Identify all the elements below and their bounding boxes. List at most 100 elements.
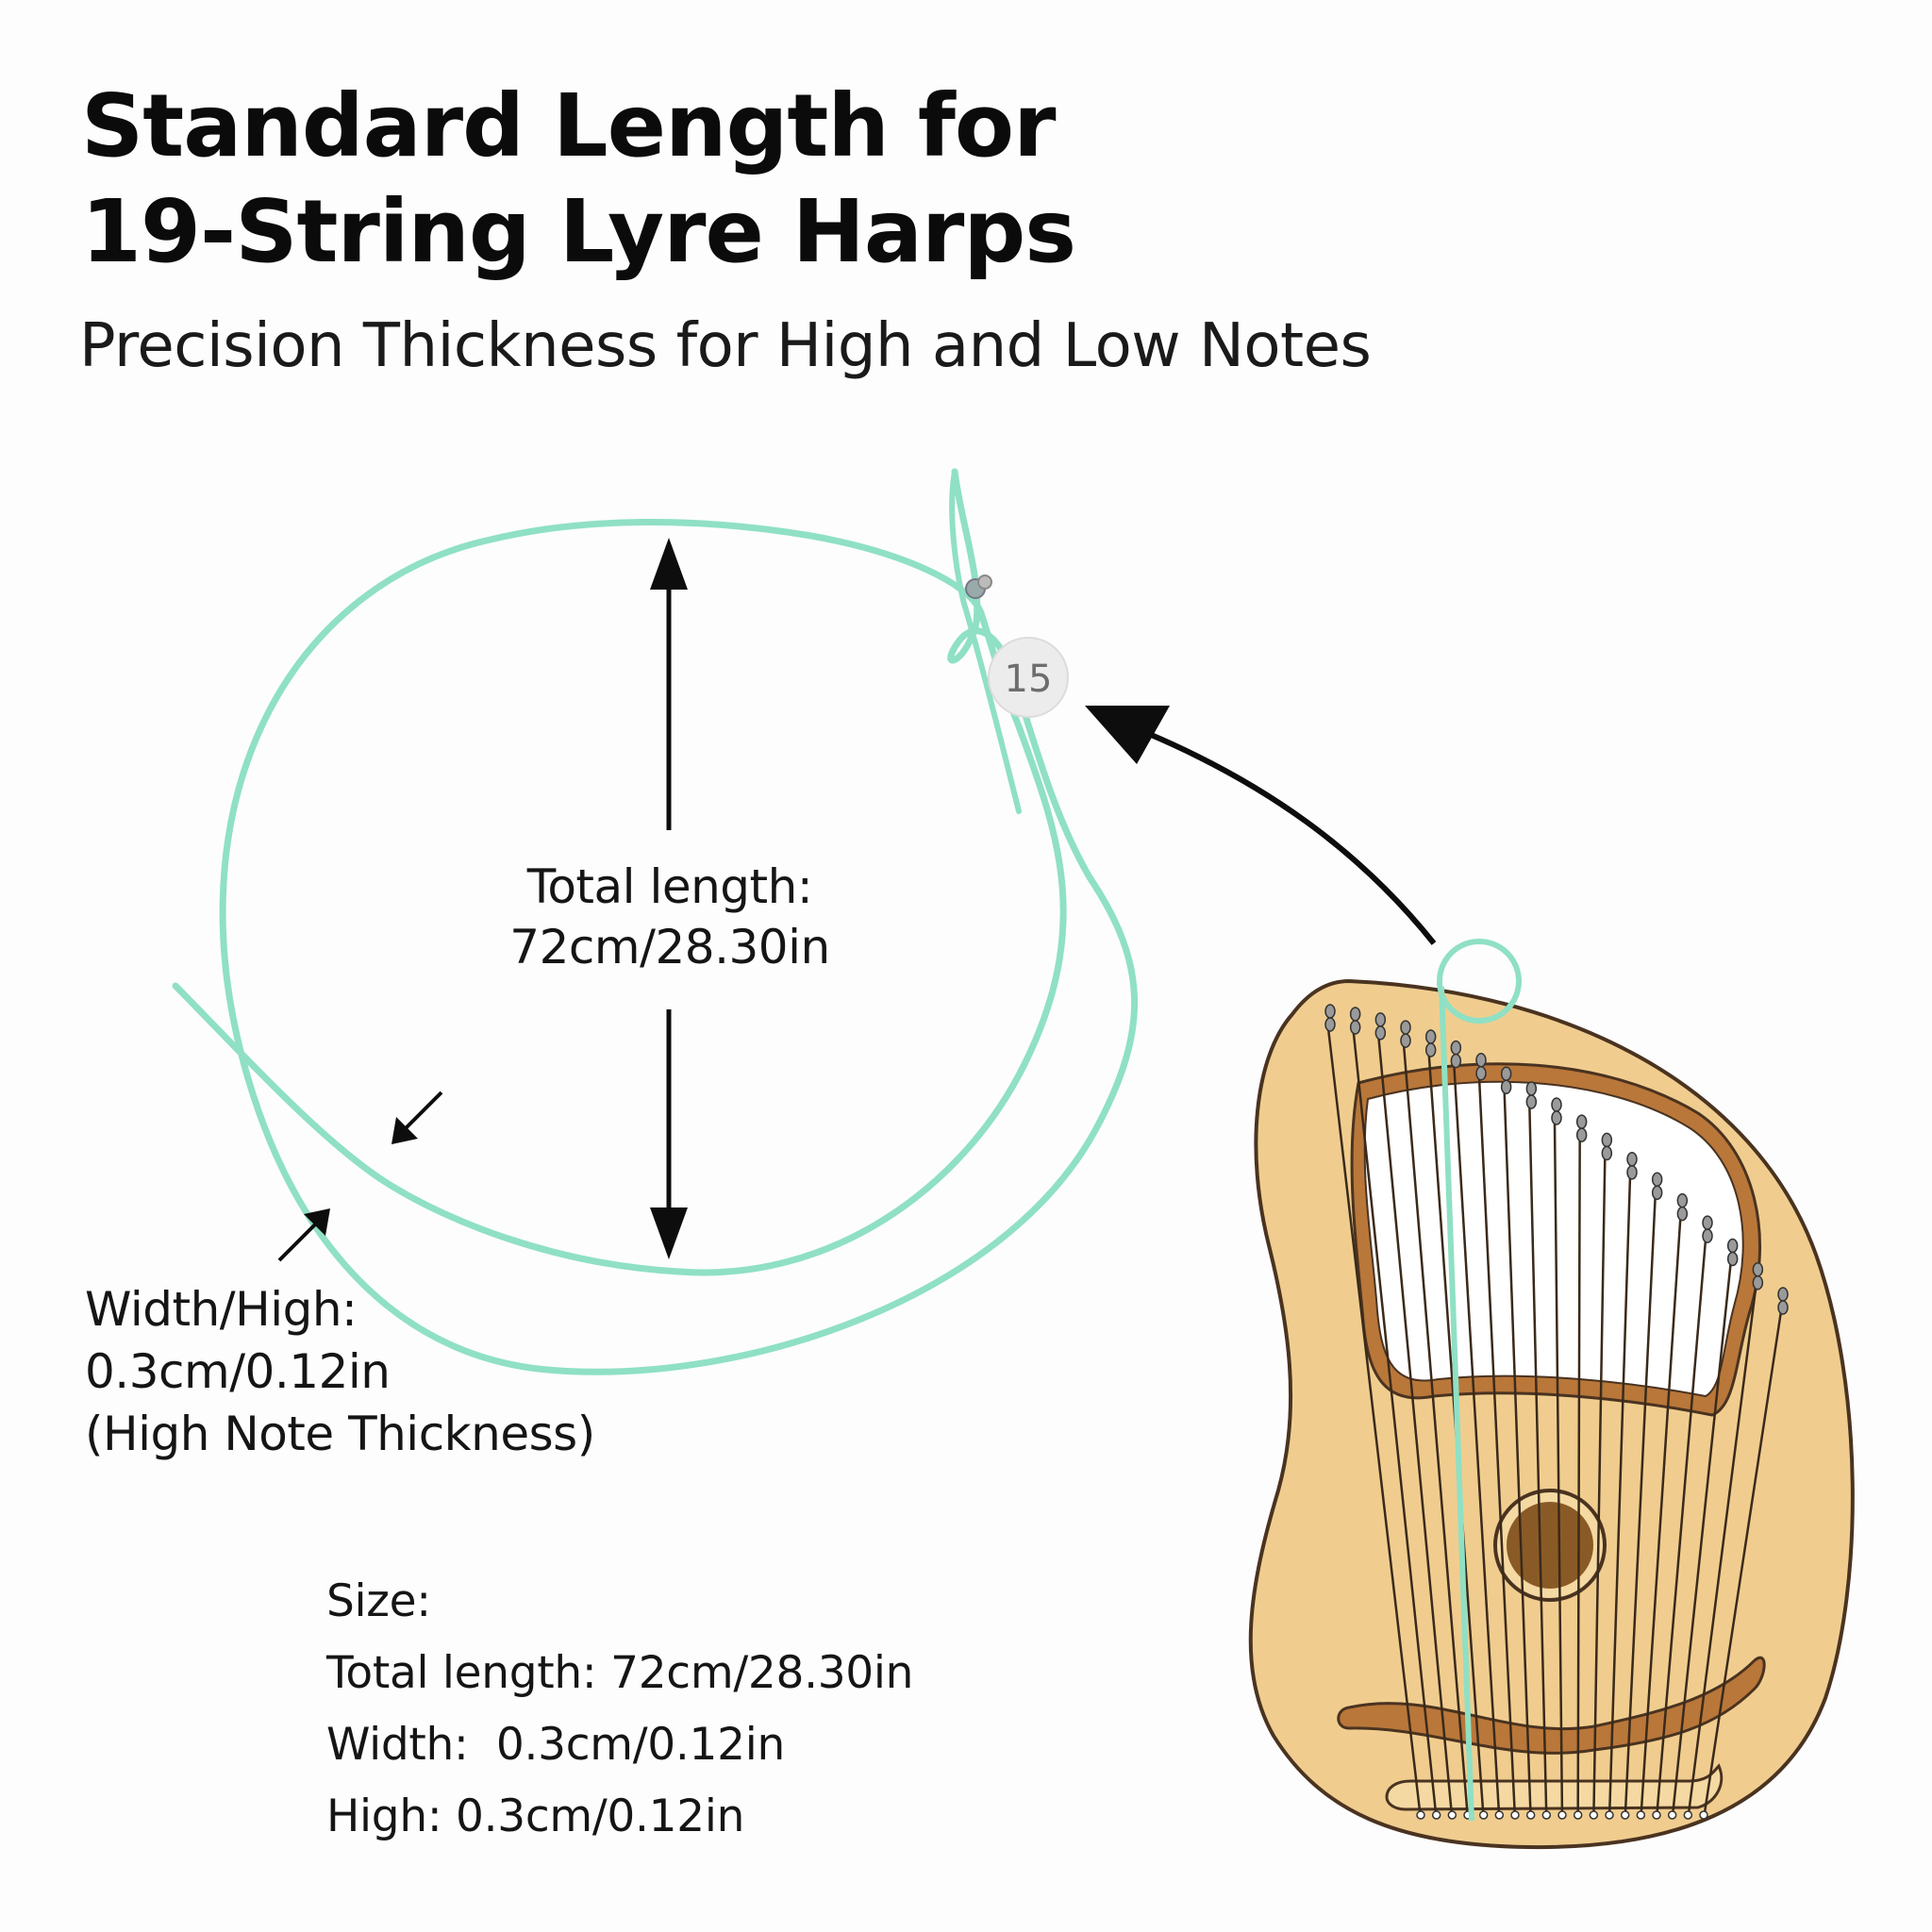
harp-string [1671, 1262, 1732, 1820]
string-anchor [1525, 1810, 1536, 1820]
tuning-peg [1777, 1300, 1789, 1315]
harp-string [1352, 1030, 1438, 1820]
width-caption: Width/High: [85, 1282, 358, 1337]
string-anchor [1431, 1810, 1441, 1820]
total-length-caption: Total length: [526, 859, 813, 914]
tuning-peg [1575, 1114, 1588, 1129]
tuning-peg [1349, 1020, 1361, 1035]
tuning-peg [1551, 1110, 1562, 1125]
tuning-peg [1726, 1238, 1739, 1254]
tuning-peg [1525, 1094, 1538, 1109]
width-label: Width/High: 0.3cm/0.12in (High Note Thic… [85, 1278, 595, 1465]
tuning-peg [1601, 1145, 1613, 1161]
string-anchor [1541, 1810, 1552, 1820]
string-anchor [1447, 1810, 1457, 1820]
string-number-label: 15 [1005, 658, 1053, 701]
string-anchor [1416, 1810, 1425, 1820]
highlighted-string [1439, 986, 1474, 1822]
thickness-arrows [277, 1091, 443, 1262]
tuning-peg [1374, 1025, 1387, 1041]
harp-string [1477, 1076, 1517, 1820]
tuning-peg [1349, 1007, 1361, 1022]
tuning-pegs [1324, 1004, 1789, 1820]
harp-string [1503, 1091, 1532, 1820]
tuning-peg [1752, 1262, 1764, 1277]
harp-string [1402, 1043, 1470, 1820]
tuning-peg [1551, 1097, 1562, 1112]
total-length-value: 72cm/28.30in [509, 920, 830, 974]
width-note: (High Note Thickness) [85, 1407, 595, 1461]
size-info: Size: Total length: 72cm/28.30in Width: … [326, 1566, 913, 1853]
width-value: 0.3cm/0.12in [85, 1344, 391, 1399]
string-anchor [1652, 1810, 1661, 1820]
tuning-peg [1726, 1251, 1739, 1267]
string-number-tag: 15 [988, 637, 1069, 718]
tuning-peg [1324, 1004, 1336, 1019]
tuning-peg [1651, 1185, 1663, 1200]
size-length: Total length: 72cm/28.30in [326, 1647, 914, 1699]
harp-string [1553, 1121, 1564, 1820]
string-anchor [1683, 1810, 1693, 1820]
tuning-peg [1475, 1065, 1487, 1081]
size-heading: Size: [326, 1575, 431, 1627]
harp-string [1624, 1196, 1657, 1820]
harp-string [1640, 1217, 1682, 1820]
length-arrow [650, 538, 688, 1259]
coiled-string [172, 468, 1138, 1375]
string-anchor [1605, 1810, 1614, 1820]
page-subtitle: Precision Thickness for High and Low Not… [79, 311, 1372, 381]
size-width: Width: 0.3cm/0.12in [326, 1719, 785, 1771]
tuning-peg [1324, 1017, 1336, 1032]
harp-string [1528, 1105, 1548, 1820]
tuning-peg [1752, 1275, 1764, 1291]
tuning-peg [1651, 1172, 1663, 1187]
tuning-peg [1475, 1052, 1487, 1068]
harp-string [1326, 1027, 1423, 1820]
pointer-arrow [1085, 706, 1437, 945]
tuning-peg [1424, 1029, 1437, 1044]
harp-string [1687, 1286, 1757, 1820]
tuning-peg [1626, 1165, 1638, 1180]
tuning-peg [1500, 1066, 1512, 1081]
tuning-peg [1702, 1215, 1713, 1230]
title-line-1: Standard Length for [81, 75, 1056, 176]
tuning-peg [1424, 1042, 1437, 1058]
total-length-label: Total length: 72cm/28.30in [481, 857, 858, 977]
tuning-peg [1676, 1206, 1689, 1222]
size-high: High: 0.3cm/0.12in [326, 1790, 745, 1842]
string-anchor [1620, 1810, 1630, 1820]
harp-strings [1326, 1027, 1783, 1820]
tuning-peg [1525, 1081, 1538, 1096]
tuning-peg [1626, 1152, 1638, 1167]
harp-string [1607, 1175, 1632, 1820]
tuning-peg [1601, 1132, 1613, 1148]
tuning-peg [1676, 1192, 1689, 1208]
tuning-peg [1777, 1287, 1789, 1302]
page-title: Standard Length for 19-String Lyre Harps [81, 74, 1076, 285]
harp-string [1576, 1139, 1581, 1820]
string-anchor [1478, 1810, 1489, 1820]
highlight-circle [1437, 939, 1522, 1024]
tuning-peg [1400, 1020, 1411, 1035]
soundhole [1507, 1502, 1593, 1589]
tuning-peg [1450, 1040, 1462, 1056]
tuning-peg [1374, 1012, 1387, 1027]
tuning-peg [1702, 1228, 1713, 1243]
string-anchor [1573, 1810, 1583, 1820]
tuning-peg [1500, 1079, 1512, 1094]
string-anchor [1557, 1810, 1567, 1820]
tuning-peg [1450, 1053, 1462, 1069]
tuning-peg [1575, 1127, 1588, 1142]
string-anchor [1510, 1810, 1520, 1820]
title-line-2: 19-String Lyre Harps [81, 181, 1076, 282]
lyre-harp [1248, 939, 1855, 1850]
harp-string [1453, 1064, 1501, 1820]
string-anchor [1494, 1810, 1505, 1820]
string-anchor [1636, 1810, 1646, 1820]
harp-string [1592, 1157, 1607, 1820]
string-anchor [1667, 1810, 1677, 1820]
string-anchor [1699, 1810, 1708, 1820]
tuning-peg [1400, 1033, 1411, 1048]
harp-string [1377, 1036, 1454, 1820]
